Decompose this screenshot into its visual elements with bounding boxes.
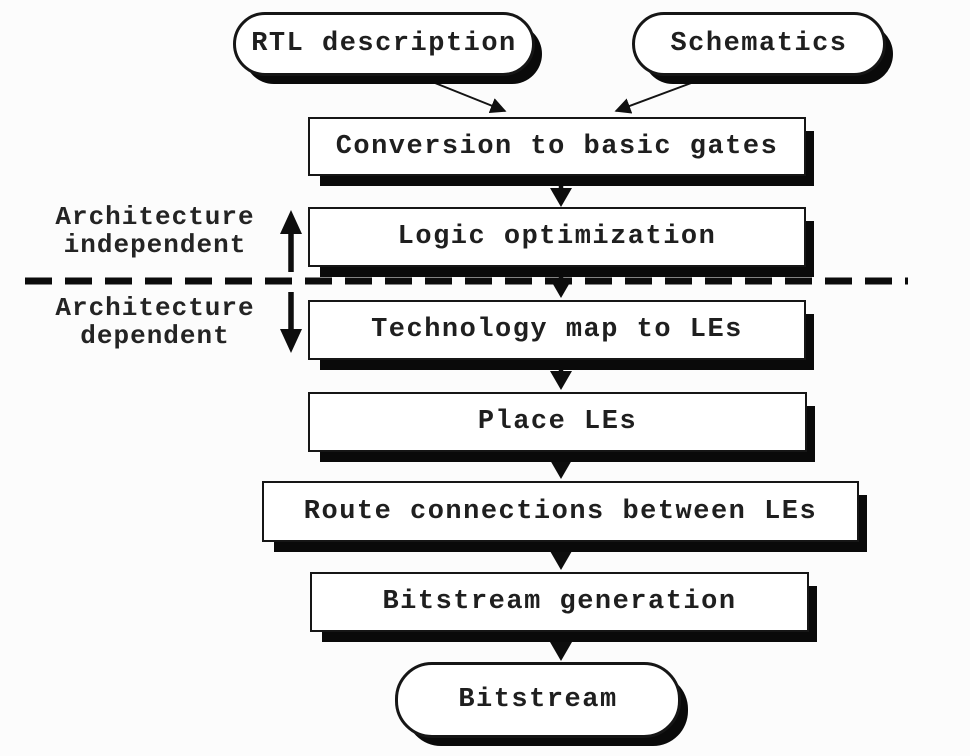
step-conversion-to-basic-gates: Conversion to basic gates <box>308 117 806 176</box>
architecture-dependent-down-arrow <box>280 292 302 353</box>
arrow-bitgen-to-bitstream <box>550 628 572 661</box>
region-label-architecture-dependent: Architecture dependent <box>25 294 285 350</box>
region-label-line: Architecture <box>55 293 255 323</box>
source-rtl-description: RTL description <box>233 12 535 76</box>
step-logic-optimization: Logic optimization <box>308 207 806 267</box>
source-schematics: Schematics <box>632 12 886 76</box>
step-route-connections-between-les: Route connections between LEs <box>262 481 859 542</box>
step-place-les: Place LEs <box>308 392 807 452</box>
region-label-line: dependent <box>80 321 230 351</box>
arrow-conversion-to-logic <box>550 173 572 207</box>
step-bitstream-generation: Bitstream generation <box>310 572 809 632</box>
arrow-route-to-bitgen <box>550 538 572 570</box>
arrow-schematics-to-conversion <box>614 78 703 114</box>
region-label-line: independent <box>63 230 247 260</box>
region-label-line: Architecture <box>55 202 255 232</box>
architecture-independent-up-arrow <box>280 210 302 272</box>
arrow-rtl-to-conversion <box>419 76 507 114</box>
terminal-bitstream: Bitstream <box>395 662 681 738</box>
step-technology-map-to-les: Technology map to LEs <box>308 300 806 360</box>
arrow-techmap-to-place <box>550 356 572 390</box>
arrow-place-to-route <box>550 448 572 479</box>
region-label-architecture-independent: Architecture independent <box>25 203 285 259</box>
arrow-logic-to-techmap <box>550 263 572 298</box>
